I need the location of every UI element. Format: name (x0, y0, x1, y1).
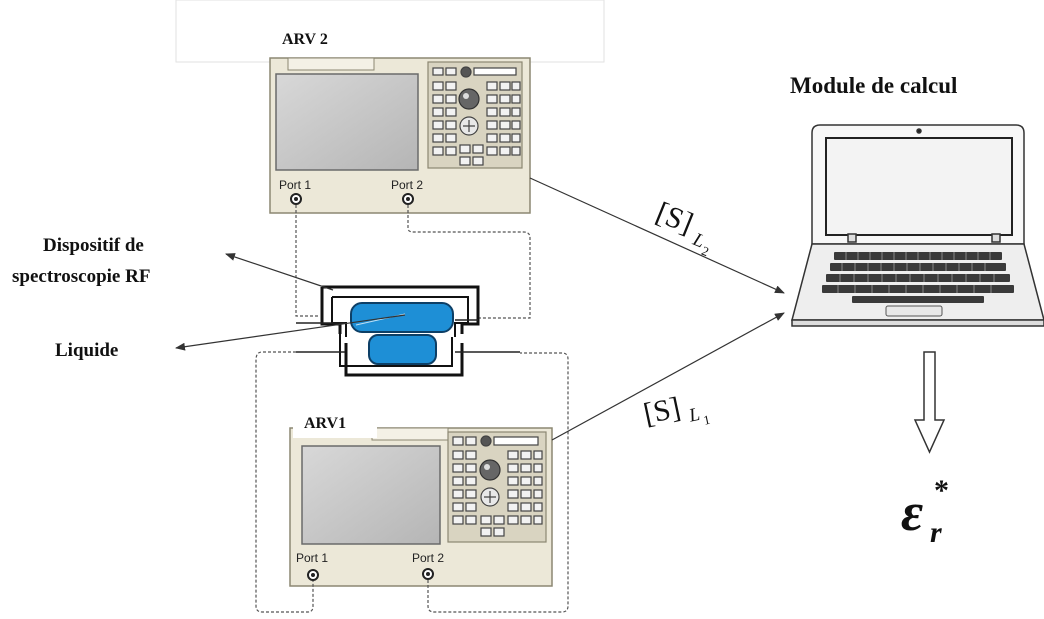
svg-text:L: L (686, 404, 702, 427)
dispositif-label-line1: Dispositif de (43, 235, 144, 256)
liquid-upper (350, 302, 454, 333)
svg-text:[S]: [S] (651, 196, 697, 240)
arv2-instrument: Port 1 Port 2 (269, 57, 531, 214)
svg-text:r: r (930, 516, 942, 549)
svg-text:[S]: [S] (641, 391, 684, 431)
s-param-l2-label: [S] L 2 (651, 196, 712, 259)
arv1-label: ARV1 (304, 415, 346, 432)
arv2-to-laptop-arrow (529, 177, 785, 294)
arv1-screen (301, 445, 441, 545)
result-down-arrow (913, 351, 946, 454)
module-label: Module de calcul (790, 73, 957, 98)
liquide-arrow (175, 314, 406, 351)
permittivity-symbol: ε r * (901, 474, 949, 549)
svg-text:ε: ε (901, 482, 923, 542)
dispositif-arrow (225, 253, 334, 291)
svg-text:*: * (934, 474, 949, 507)
svg-text:1: 1 (702, 412, 711, 428)
rf-device (296, 285, 520, 377)
svg-text:2: 2 (700, 243, 712, 259)
liquide-label: Liquide (55, 340, 118, 361)
arv1-port2-label: Port 2 (412, 551, 444, 565)
arv1-port1-label: Port 1 (296, 551, 328, 565)
arv2-port2-label: Port 2 (391, 178, 423, 192)
arv2-screen (275, 73, 419, 171)
arv2-port1-label: Port 1 (279, 178, 311, 192)
arv2-frame (175, 0, 605, 63)
arv2-keypad (427, 61, 523, 169)
laptop-trackpad (885, 305, 943, 317)
laptop (791, 124, 1044, 327)
liquid-lower (368, 334, 437, 365)
arv1-instrument: Port 1 Port 2 (289, 427, 553, 587)
cables (255, 205, 569, 613)
laptop-screen (825, 137, 1013, 236)
arv1-keypad (447, 431, 547, 543)
arv2-label: ARV 2 (282, 31, 328, 48)
dispositif-label-line2: spectroscopie RF (12, 266, 150, 287)
s-param-l1-label: [S] L 1 (641, 391, 712, 431)
arv1-to-laptop-arrow (551, 312, 785, 441)
